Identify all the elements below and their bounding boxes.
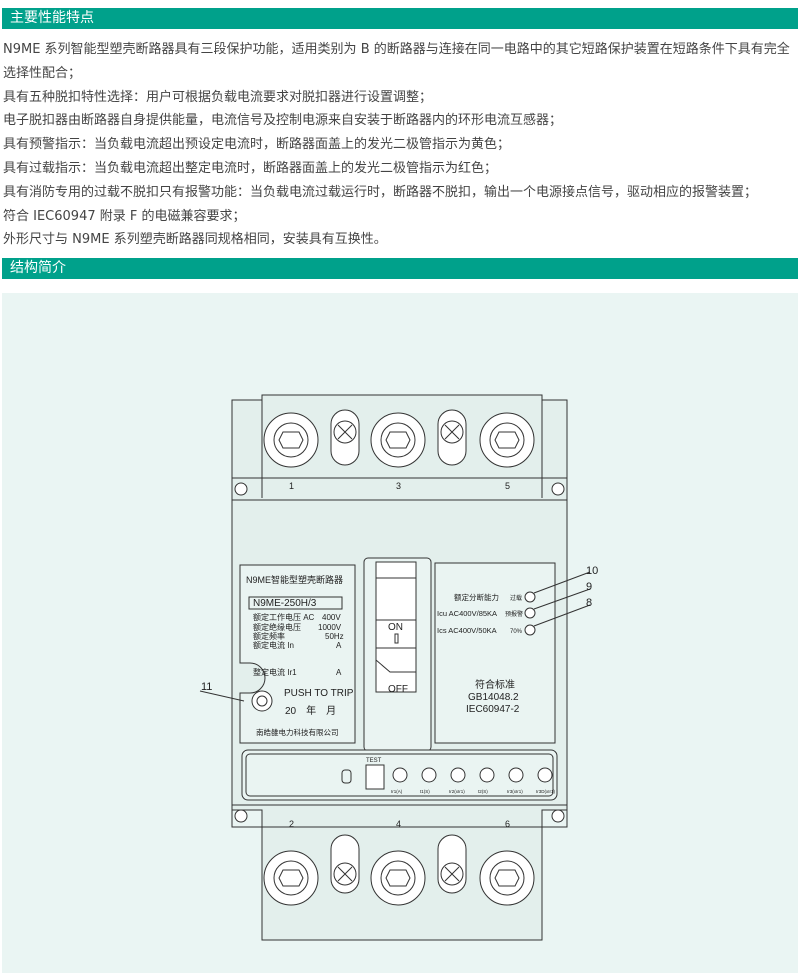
setting-dial[interactable] <box>479 767 495 783</box>
spec-value: A <box>336 668 342 677</box>
terminal-label: 2 <box>289 819 294 829</box>
terminal-label: 3 <box>396 481 401 491</box>
callout-number: 8 <box>586 597 592 609</box>
spec-value: 50Hz <box>325 632 344 641</box>
led-label: 70% <box>510 629 523 635</box>
prealarm-led-icon <box>524 607 536 619</box>
terminal-label: 6 <box>505 819 510 829</box>
setting-dial[interactable] <box>392 767 408 783</box>
push-to-trip-label: PUSH TO TRIP <box>284 688 354 699</box>
rating-plate: 额定分断能力 Icu AC400V/85KA Ics AC400V/50KA 过… <box>199 562 598 744</box>
feature-item: 具有过载指示：当负载电流超出整定电流时，断路器面盖上的发光二极管指示为红色； <box>3 160 498 176</box>
led-label: 预报警 <box>505 610 523 618</box>
test-button[interactable] <box>365 764 385 790</box>
handle-on-label: ON <box>388 622 403 633</box>
dial-label: Ir1(A) <box>391 789 403 794</box>
feature-item: 具有五种脱扣特性选择：用户可根据负载电流要求对脱扣器进行设置调整； <box>3 89 433 105</box>
section-header-structure: 结构简介 <box>2 258 798 279</box>
feature-item: 电子脱扣器由断路器自身提供能量，电流信号及控制电源来自安装于断路器内的环形电流互… <box>3 113 563 129</box>
features-list: N9ME 系列智能型塑壳断路器具有三段保护功能，适用类别为 B 的断路器与连接在… <box>3 38 799 252</box>
dial-label: Ir3D(xIr1) <box>536 789 556 794</box>
spec-label: 整定电流 Ir1 <box>253 667 297 677</box>
rating-label: Icu AC400V/85KA <box>437 609 497 618</box>
feature-item: 具有预警指示：当负载电流超出预设定电流时，断路器面盖上的发光二极管指示为黄色； <box>3 137 511 153</box>
standard-title: 符合标准 <box>475 678 515 691</box>
callout-number: 9 <box>586 581 592 593</box>
feature-item: 外形尺寸与 N9ME 系列塑壳断路器同规格相同，安装具有互换性。 <box>3 232 387 248</box>
spec-label: 额定频率 <box>253 631 285 641</box>
bottom-terminals <box>263 834 535 906</box>
dial-label: Ir3(xIr1) <box>507 789 523 794</box>
spec-label: 额定绝缘电压 <box>253 622 301 632</box>
test-label: TEST <box>366 758 382 764</box>
feature-item: 具有消防专用的过载不脱扣只有报警功能：当负载电流过载运行时，断路器不脱扣，输出一… <box>3 184 758 200</box>
handle-off-label: OFF <box>388 684 408 695</box>
terminal-label: 1 <box>289 481 294 491</box>
company-name: 南皓雒电力科技有限公司 <box>256 727 339 737</box>
dial-label: t1(S) <box>420 789 430 794</box>
spec-value: 1000V <box>318 623 342 632</box>
nameplate-title: N9ME智能型塑壳断路器 <box>246 574 343 585</box>
trip-unit: TEST Ir1(A) t1(S) Ir2(xIr1) t2(S) Ir3(xIr1) I… <box>241 749 558 801</box>
dial-label: Ir2(xIr1) <box>449 789 465 794</box>
callout-number: 10 <box>586 565 598 577</box>
section-header-features: 主要性能特点 <box>2 8 798 29</box>
callout-number: 11 <box>201 681 212 693</box>
date-label: 20 年 月 <box>285 704 336 717</box>
setting-dial[interactable] <box>450 767 466 783</box>
rating-label: 额定分断能力 <box>454 592 499 602</box>
setting-dial[interactable] <box>537 767 553 783</box>
top-terminals <box>234 409 565 823</box>
standard-item: GB14048.2 <box>468 692 519 703</box>
terminal-label: 4 <box>396 819 401 829</box>
nameplate: N9ME智能型塑壳断路器 N9ME-250H/3 额定工作电压 AC 400V 额… <box>239 564 356 744</box>
spec-label: 额定工作电压 AC <box>253 612 315 622</box>
setting-dial[interactable] <box>508 767 524 783</box>
rating-label: Ics AC400V/50KA <box>437 626 497 635</box>
terminal-label: 5 <box>505 481 510 491</box>
dial-label: t2(S) <box>478 789 488 794</box>
operating-handle: ON OFF <box>363 557 432 752</box>
feature-item: 符合 IEC60947 附录 F 的电磁兼容要求； <box>3 208 246 224</box>
overload-led-icon <box>524 591 536 603</box>
70pct-led-icon <box>524 624 536 636</box>
spec-value: A <box>336 641 342 650</box>
feature-item: N9ME 系列智能型塑壳断路器具有三段保护功能，适用类别为 B 的断路器与连接在… <box>3 42 790 81</box>
led-label: 过载 <box>510 594 522 602</box>
standard-item: IEC60947-2 <box>466 704 520 715</box>
spec-label: 额定电流 In <box>253 640 294 650</box>
model-number: N9ME-250H/3 <box>253 598 317 609</box>
spec-value: 400V <box>322 613 341 622</box>
setting-dial[interactable] <box>421 767 437 783</box>
